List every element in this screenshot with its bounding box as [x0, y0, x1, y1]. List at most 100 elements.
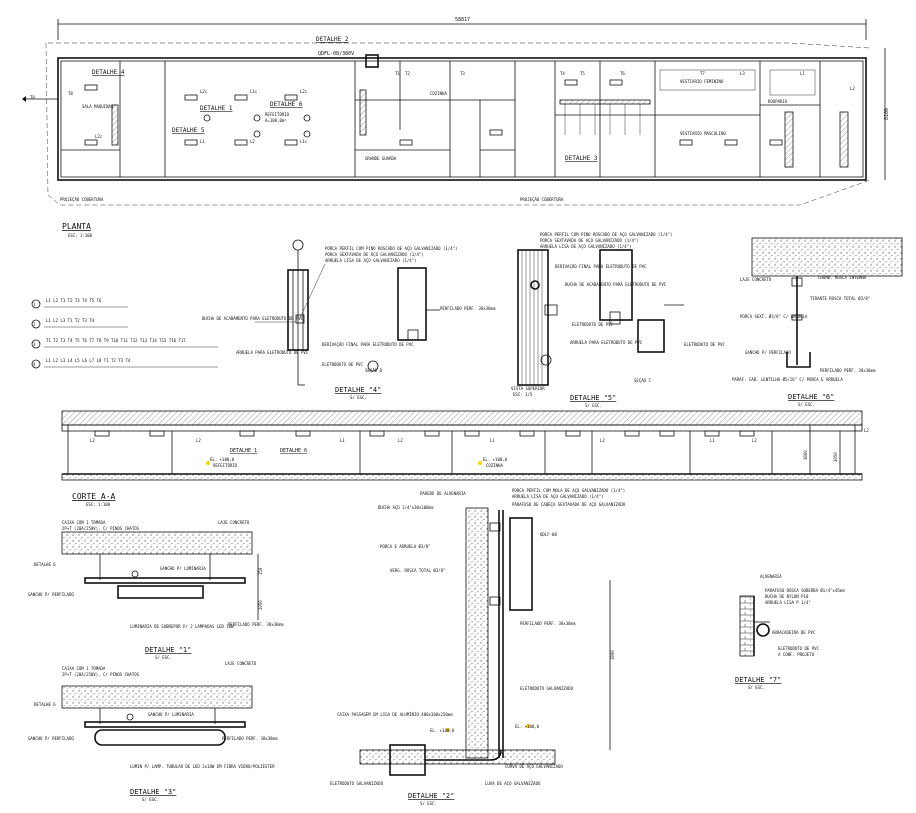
svg-text:2P+T (20A/250V), C/ PINOS CHAT: 2P+T (20A/250V), C/ PINOS CHATOS [62, 526, 140, 531]
room-vestiario-masculino: VESTIARIO MASCULINO [680, 131, 726, 136]
svg-text:1800: 1800 [610, 650, 615, 660]
room-vestiario-feminino: VESTIARIO FEMININO [680, 79, 724, 84]
svg-text:ELETRODUTO DE PVC: ELETRODUTO DE PVC [778, 646, 820, 651]
toilet-stalls [564, 69, 816, 135]
svg-text:GANCHO P/ LUMINARIA: GANCHO P/ LUMINARIA [148, 712, 194, 717]
legend-row-1: L1 L2 T1 T2 T3 T4 T5 T6 [46, 298, 102, 303]
detail-6-scale: S/ ESC. [798, 402, 815, 407]
svg-text:PORCA E ARRUELA Ø3/8": PORCA E ARRUELA Ø3/8" [380, 544, 431, 549]
circuit-legend: 1 L1 L2 T1 T2 T3 T4 T5 T6 2 L1 L2 L3 T1 … [31, 298, 218, 369]
svg-text:L2c: L2c [200, 89, 208, 94]
plan-title: PLANTA [62, 222, 91, 231]
plan-right-dimension: 8100 [884, 108, 890, 120]
svg-text:L1: L1 [200, 139, 205, 144]
svg-text:CAIXA COM 1 TOMADA: CAIXA COM 1 TOMADA [62, 666, 106, 671]
section-level-1-name: REFEITÓRIO [213, 463, 238, 468]
plan-partitions [61, 61, 821, 177]
svg-text:T1: T1 [395, 71, 400, 76]
detail-3-scale: S/ ESC. [142, 797, 159, 802]
svg-text:T5: T5 [580, 71, 585, 76]
svg-text:ELETRODUTO GALVANIZADO: ELETRODUTO GALVANIZADO [520, 686, 574, 691]
room-cozinha: COZINHA [430, 91, 447, 96]
section-a-a: L2 L2 L1 L2 L1 L2 L1 L2 L2 DETALHE 1 DET… [61, 410, 869, 507]
svg-text:PERFILADO PERF. 38x38mm: PERFILADO PERF. 38x38mm [820, 368, 876, 373]
plan-detail-5-callout: DETALHE 5 [172, 127, 205, 134]
svg-text:DERIVAÇÃO FINAL PARA ELETRODUT: DERIVAÇÃO FINAL PARA ELETRODUTO DE PVC [322, 342, 414, 347]
section-detail-1-callout: DETALHE 1 [230, 448, 257, 454]
svg-text:LAJE CONCRETO: LAJE CONCRETO [218, 520, 250, 525]
svg-text:CAIXA PASSAGEM EM LIGA DE ALUM: CAIXA PASSAGEM EM LIGA DE ALUMÍNIO 400x3… [337, 712, 453, 717]
floor-plan: 58817 8100 PROJEÇÃO COBERTURA PROJEÇÃO C… [22, 17, 890, 238]
legend-row-3: T1 T2 T3 T4 T5 T6 T7 T8 T9 T10 T11 T12 T… [46, 338, 186, 343]
detail-3-title: DETALHE "3" [130, 788, 176, 796]
svg-text:PARAFUSO DE CABEÇA SEXTAVADA D: PARAFUSO DE CABEÇA SEXTAVADA DE AÇO GALV… [512, 502, 626, 507]
svg-text:VERG. ROSCA TOTAL Ø3/8": VERG. ROSCA TOTAL Ø3/8" [390, 568, 445, 573]
svg-text:A CONF. PROJETO: A CONF. PROJETO [778, 652, 815, 657]
svg-text:PERFILADO PERF. 38x38mm: PERFILADO PERF. 38x38mm [228, 622, 284, 627]
svg-text:T8: T8 [30, 95, 35, 100]
detail-1-title: DETALHE "1" [145, 646, 191, 654]
plan-detail-2-callout: DETALHE 2 [316, 36, 349, 43]
svg-text:PORCA SEXT. Ø3/8" C/ ARRUELA: PORCA SEXT. Ø3/8" C/ ARRUELA [740, 314, 808, 319]
plan-detail-4-callout: DETALHE 4 [92, 69, 125, 76]
svg-text:3800: 3800 [803, 450, 808, 460]
room-rouparia: ROUPARIA [768, 99, 788, 104]
legend-row-4: L1 L2 L3 L4 L5 L6 L7 L8 T1 T2 T3 T4 [46, 358, 131, 363]
section-right-tag: L2 [864, 428, 869, 433]
svg-text:PORCA PERFIL COM PINO ROSCADO: PORCA PERFIL COM PINO ROSCADO DE AÇO GAL… [540, 232, 672, 237]
detail-6-title: DETALHE "6" [788, 393, 834, 401]
detail-7-title: DETALHE "7" [735, 676, 781, 684]
svg-text:PERFILADO PERF. 38x38mm: PERFILADO PERF. 38x38mm [440, 306, 496, 311]
plan-detail-3-callout: DETALHE 3 [565, 155, 598, 162]
svg-text:LUMINARIA DE SOBREPOR P/ 2 LAM: LUMINARIA DE SOBREPOR P/ 2 LAMPADAS LED … [130, 624, 234, 629]
svg-text:GANCHO P/ PERFILADO: GANCHO P/ PERFILADO [745, 350, 791, 355]
svg-text:PORCA SEXTAVADA DE AÇO GALVANI: PORCA SEXTAVADA DE AÇO GALVANIZADO (1/4"… [325, 252, 424, 257]
svg-text:ARRUELA LISA DE AÇO GALVANIZAD: ARRUELA LISA DE AÇO GALVANIZADO (1/4") [512, 494, 604, 499]
qdfl-label: QDFL-08/380V [318, 51, 354, 57]
svg-text:GANCHO P/ PERFILADO: GANCHO P/ PERFILADO [28, 736, 74, 741]
detail-5-title: DETALHE "5" [570, 394, 616, 402]
svg-text:BUCHA AÇO 1/4"x30x100mm: BUCHA AÇO 1/4"x30x100mm [378, 505, 434, 510]
svg-text:BUCHA DE ACABAMENTO PARA ELETR: BUCHA DE ACABAMENTO PARA ELETRODUTO DE P… [565, 282, 667, 287]
svg-text:2P+T (20A/250V), C/ PINOS CHAT: 2P+T (20A/250V), C/ PINOS CHATOS [62, 672, 140, 677]
svg-text:ELETRODUTO DE PVC: ELETRODUTO DE PVC [322, 362, 364, 367]
svg-text:T8: T8 [68, 91, 73, 96]
svg-text:2: 2 [33, 322, 36, 327]
svg-text:PARAFUSO ROSCA SOBERBA Ø1/4"x4: PARAFUSO ROSCA SOBERBA Ø1/4"x45mm [765, 588, 845, 593]
plan-overall-dimension: 58817 [455, 17, 470, 23]
detail-6: LAJE CONCRETO CHUMB. ROSCA INTERNA TIRAN… [732, 237, 903, 407]
svg-text:T3: T3 [460, 71, 465, 76]
svg-text:LUMIN P/ LAMP. TUBULAR DE LED: LUMIN P/ LAMP. TUBULAR DE LED 2x18W EM F… [130, 764, 275, 769]
room-refeitorio-area: A=100,0m² [265, 118, 287, 123]
svg-text:VISTA SUPERIOR: VISTA SUPERIOR [511, 386, 545, 391]
svg-text:PORCA PERFIL COM MOLA DE AÇO G: PORCA PERFIL COM MOLA DE AÇO GALVANIZADO… [512, 488, 625, 493]
svg-text:ESC: 1/5: ESC: 1/5 [513, 392, 533, 397]
svg-text:1: 1 [33, 302, 36, 307]
svg-text:L2: L2 [196, 438, 201, 443]
section-fixtures [94, 430, 755, 437]
svg-text:L3: L3 [740, 71, 745, 76]
svg-text:SEÇÃO B: SEÇÃO B [365, 368, 382, 373]
projection-cover-label: PROJEÇÃO COBERTURA [60, 197, 104, 202]
detail-1-scale: S/ ESC. [155, 655, 172, 660]
svg-text:EL. +100,0: EL. +100,0 [430, 728, 455, 733]
svg-text:ALVENARIA: ALVENARIA [760, 574, 782, 579]
svg-text:PERFILADO PERF. 38x38mm: PERFILADO PERF. 38x38mm [520, 621, 576, 626]
svg-text:3: 3 [33, 342, 36, 347]
svg-text:ARRUELA LISA DE AÇO GALVANIZAD: ARRUELA LISA DE AÇO GALVANIZADO (1/4") [540, 244, 632, 249]
svg-text:EL. +100,0: EL. +100,0 [515, 724, 540, 729]
svg-text:CURVA DE AÇO GALVANIZADO: CURVA DE AÇO GALVANIZADO [505, 764, 563, 769]
svg-text:QDLF-08: QDLF-08 [540, 532, 557, 537]
detail-7: ALVENARIA PARAFUSO ROSCA SOBERBA Ø1/4"x4… [735, 574, 845, 690]
detail-7-scale: S/ ESC. [748, 685, 765, 690]
detail-4-scale: S/ ESC. [350, 395, 367, 400]
plan-detail-6-callout: DETALHE 6 [270, 101, 303, 108]
svg-text:150: 150 [258, 567, 263, 575]
detail-4-title: DETALHE "4" [335, 386, 381, 394]
detail-2: 1800 EL. +100,0 EL. +100,0 PAREDE DE ALV… [330, 488, 626, 806]
svg-text:L2: L2 [752, 438, 757, 443]
plan-light-fixtures [84, 79, 783, 146]
svg-text:LAJE CONCRETO: LAJE CONCRETO [225, 661, 257, 666]
svg-text:L1: L1 [800, 71, 805, 76]
svg-text:L2: L2 [250, 139, 255, 144]
